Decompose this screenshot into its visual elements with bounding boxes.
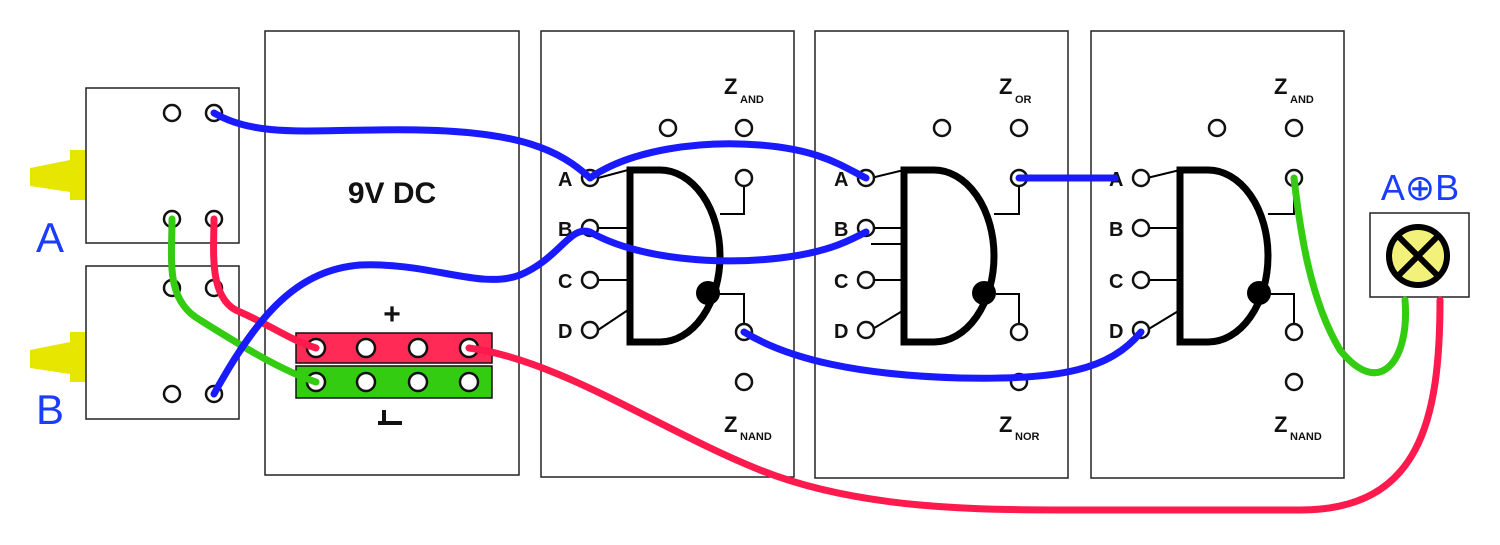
switch-a-label: A	[36, 214, 64, 261]
module-3-input-leads	[1146, 169, 1181, 331]
module-2-pin-d[interactable]	[856, 320, 876, 340]
power-title: 9V DC	[348, 177, 436, 210]
module-1-bottom-output-sub: NAND	[740, 431, 772, 443]
module-1-pin-a-label: A	[558, 169, 572, 191]
module-3-top-output-sub: AND	[1290, 94, 1314, 106]
module-2-bottom-output-socket[interactable]	[1009, 322, 1029, 342]
module-2-top-output-socket[interactable]	[1009, 118, 1029, 138]
module-3-pin-d-label: D	[1109, 321, 1123, 343]
module-1-bottom-output-socket[interactable]	[734, 372, 754, 392]
lamp-module: A⊕B	[1369, 167, 1470, 298]
wire-red-plus-to-lamp[interactable]	[465, 296, 1444, 514]
minus-sign-stem	[382, 410, 386, 424]
wire-blue-switch-a-to-m1a[interactable]	[210, 109, 594, 182]
module-1-pin-d[interactable]	[580, 320, 600, 340]
plus-sign: +	[383, 298, 401, 331]
module-1-spare-socket[interactable]	[658, 118, 678, 138]
module-3-pin-a[interactable]	[1131, 168, 1151, 188]
wire-green-switch-to-minus[interactable]	[167, 215, 320, 386]
module-2-gate-symbol	[900, 166, 998, 346]
module-1-bottom-output-label: Z	[724, 412, 737, 437]
module-1-top-output-socket[interactable]	[734, 168, 754, 188]
module-1-pin-c-label: C	[558, 271, 572, 293]
wire-blue-switch-b-to-m1b[interactable]	[210, 227, 594, 398]
module-1-top-output-sub: AND	[740, 94, 764, 106]
module-1-top-output-label: Z	[724, 74, 737, 99]
module-2-pin-d-label: D	[834, 321, 848, 343]
power-supply-panel	[264, 30, 520, 476]
module-3-gate-symbol	[1176, 166, 1272, 346]
positive-terminal[interactable]	[407, 337, 429, 359]
gate-module-3: A B C D Z AND Z NAND	[1090, 30, 1345, 479]
module-1-pin-d-label: D	[558, 321, 572, 343]
lamp-label: A⊕B	[1381, 167, 1459, 208]
module-3-bottom-output-label: Z	[1274, 412, 1287, 437]
module-2-pin-c[interactable]	[856, 270, 876, 290]
module-3-pin-c-label: C	[1109, 271, 1123, 293]
negative-terminal[interactable]	[458, 371, 480, 393]
wire-blue-m1a-to-m2a[interactable]	[586, 140, 870, 182]
wire-red-switch-to-plus[interactable]	[210, 215, 320, 352]
power-supply: 9V DC +	[264, 30, 520, 476]
module-1-input-leads	[597, 169, 629, 331]
wire-blue-m1b-to-m2b[interactable]	[586, 228, 870, 265]
module-1-pin-c[interactable]	[580, 270, 600, 290]
module-3-pin-b[interactable]	[1131, 218, 1151, 238]
negative-terminal[interactable]	[407, 371, 429, 393]
switch-a-socket[interactable]	[162, 103, 182, 123]
module-3-top-output-socket[interactable]	[1284, 118, 1304, 138]
module-2-top-output-label: Z	[999, 74, 1012, 99]
module-1-output-leads	[719, 182, 745, 330]
module-3-inverter-bubble	[1247, 281, 1271, 305]
module-3-bottom-output-socket[interactable]	[1284, 322, 1304, 342]
switch-b-socket[interactable]	[162, 384, 182, 404]
wire-blue-m1-nand-to-m3d[interactable]	[740, 328, 1145, 382]
positive-terminal[interactable]	[355, 337, 377, 359]
module-2-top-output-sub: OR	[1015, 94, 1032, 106]
module-3-spare-socket[interactable]	[1207, 118, 1227, 138]
lamp-cross-icon	[1396, 234, 1440, 278]
module-2-pin-a-label: A	[834, 169, 848, 191]
module-2-inverter-bubble	[972, 281, 996, 305]
module-2-pin-b-label: B	[834, 219, 848, 241]
module-2-bottom-output-sub: NOR	[1015, 431, 1040, 443]
minus-sign-bar	[378, 421, 402, 425]
module-2-spare-socket[interactable]	[932, 118, 952, 138]
switch-b-lever[interactable]	[30, 332, 86, 382]
module-3-top-output-label: Z	[1274, 74, 1287, 99]
negative-terminal[interactable]	[355, 371, 377, 393]
module-2-output-leads	[994, 182, 1020, 330]
wire-green-output-to-lamp[interactable]	[1290, 174, 1410, 376]
switch-a-lever[interactable]	[30, 150, 86, 200]
module-3-bottom-output-sub: NAND	[1290, 431, 1322, 443]
module-2-pin-c-label: C	[834, 271, 848, 293]
module-2-bottom-output-label: Z	[999, 412, 1012, 437]
module-3-bottom-output-socket[interactable]	[1284, 372, 1304, 392]
module-1-top-output-socket[interactable]	[734, 118, 754, 138]
module-3-pin-b-label: B	[1109, 219, 1123, 241]
gate-module-2: A B C D Z OR Z NOR	[814, 30, 1069, 479]
module-3-pin-c[interactable]	[1131, 270, 1151, 290]
switch-b-label: B	[36, 386, 64, 433]
module-1-inverter-bubble	[696, 281, 720, 305]
